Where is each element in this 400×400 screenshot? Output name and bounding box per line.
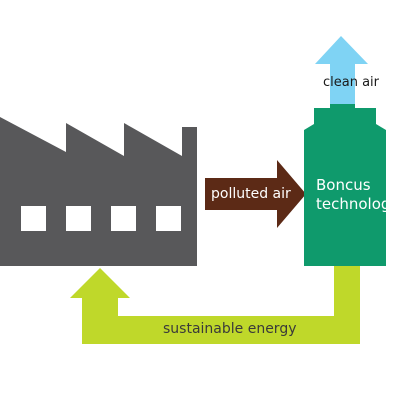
polluted-air-arrow: [205, 160, 306, 228]
technology-label-line-1: Boncus: [316, 176, 371, 194]
technology-label: Boncus technology: [316, 176, 400, 214]
technology-unit: [304, 104, 386, 266]
factory-window-4: [156, 206, 181, 231]
sustainable-energy-label: sustainable energy: [163, 321, 297, 337]
energy-loop-arrow: [70, 265, 360, 344]
clean-air-label: clean air: [323, 75, 380, 90]
factory-window-2: [66, 206, 91, 231]
technology-label-line-2: technology: [316, 195, 400, 213]
clean-air-arrow: [315, 36, 368, 110]
factory-window-1: [21, 206, 46, 231]
polluted-air-label: polluted air: [211, 186, 291, 202]
factory-icon: [0, 117, 197, 266]
factory-window-3: [111, 206, 136, 231]
